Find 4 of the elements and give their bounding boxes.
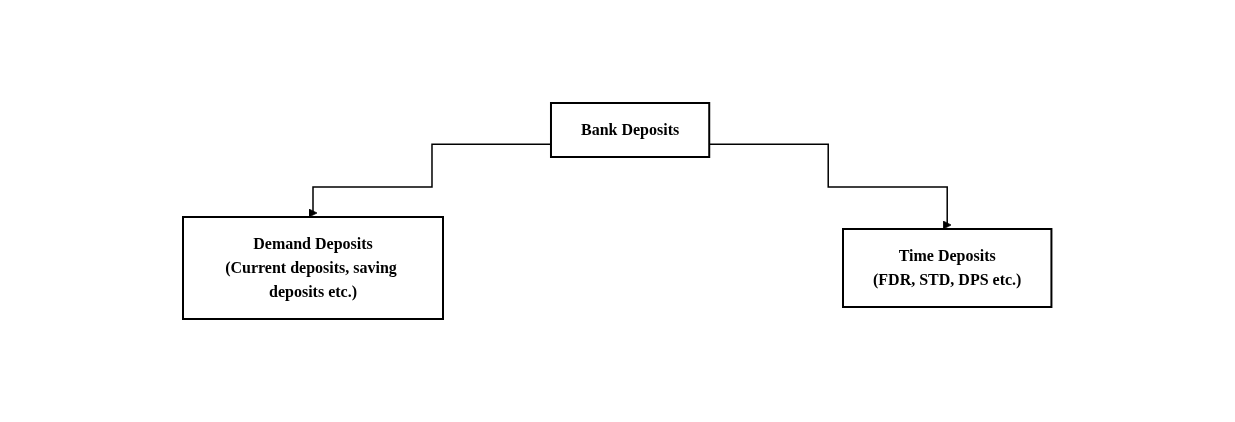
node-box: Time Deposits (FDR, STD, DPS etc.)	[842, 228, 1053, 308]
node-box: Bank Deposits	[550, 102, 711, 158]
arrow	[308, 143, 552, 218]
node-box: Demand Deposits (Current deposits, saving deposits etc.)	[182, 216, 445, 320]
